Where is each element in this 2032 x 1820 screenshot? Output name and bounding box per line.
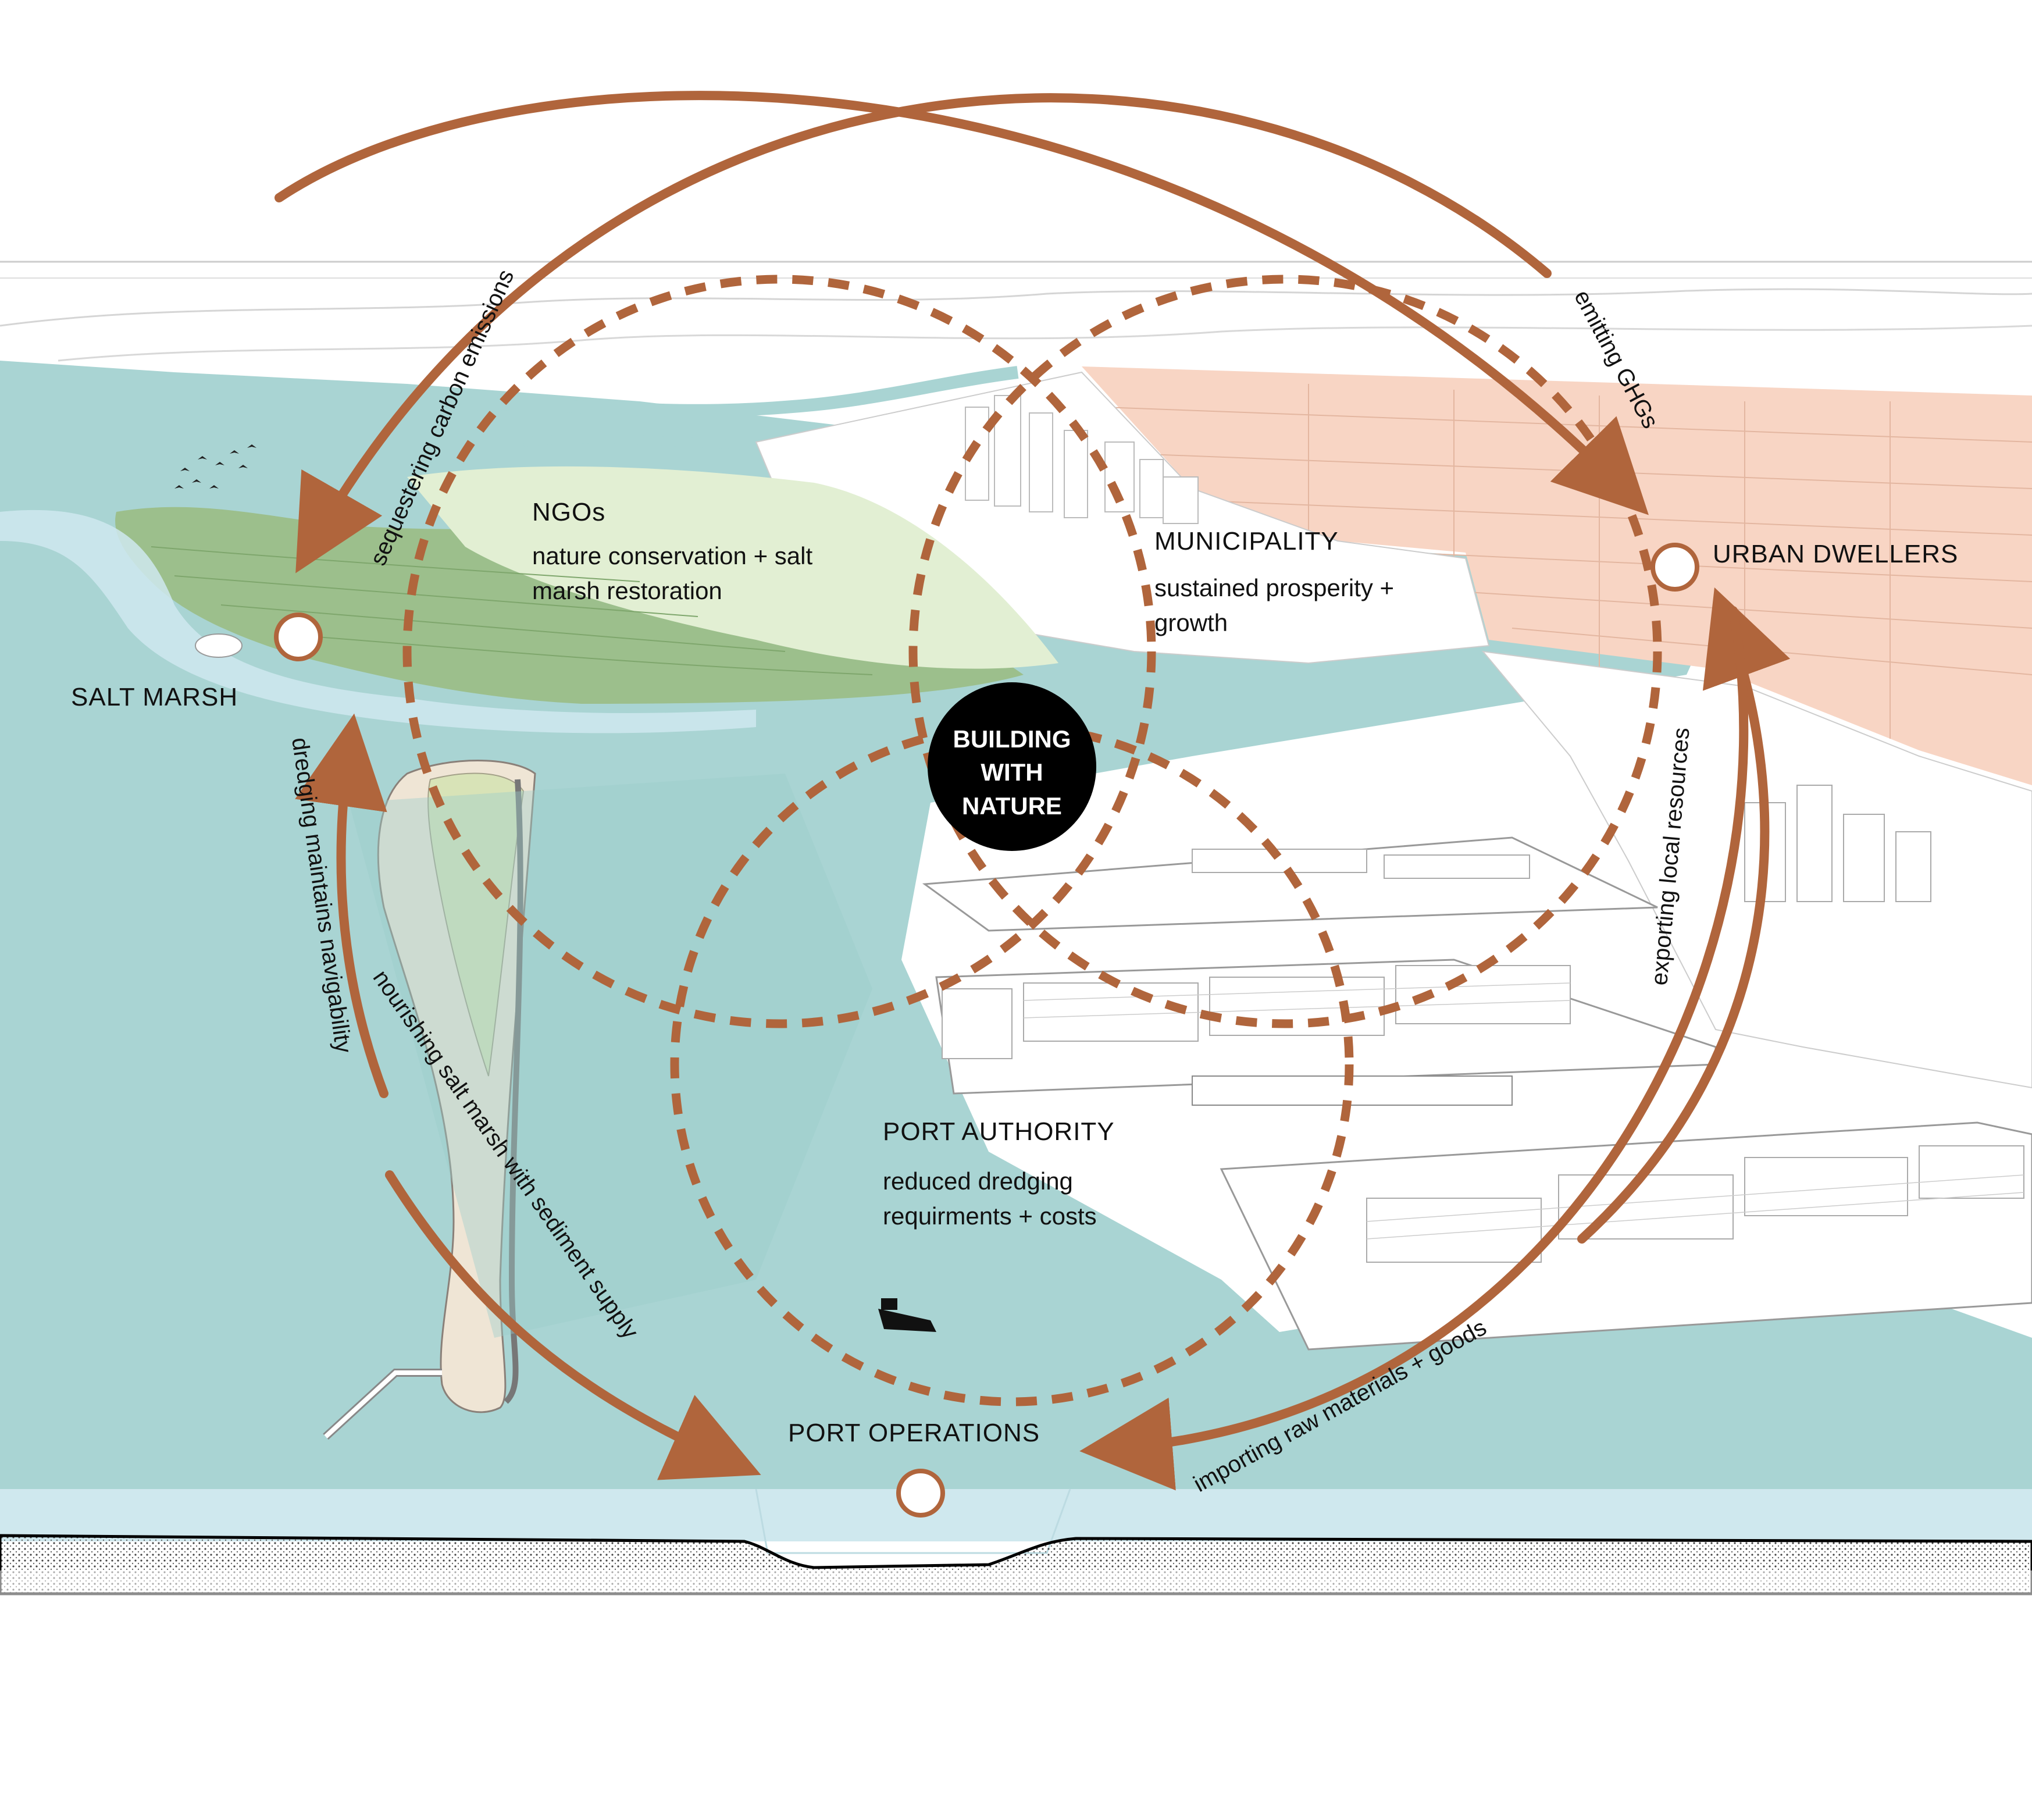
urban-dwellers-node-icon <box>1650 543 1699 592</box>
bird-flock-icon <box>174 444 256 489</box>
municipality-title: MUNICIPALITY <box>1154 527 1339 555</box>
urban-dwellers-label: URBAN DWELLERS <box>1713 540 1958 568</box>
arrow-dredging <box>295 713 388 1098</box>
urban-district <box>1082 366 2032 785</box>
hub-line-1: BUILDING <box>953 725 1071 753</box>
flow-arrows <box>275 91 1791 1491</box>
port-operations-node-icon <box>896 1469 945 1518</box>
municipality-line2: growth <box>1154 609 1228 636</box>
port-authority-line1: reduced dredging <box>883 1167 1073 1195</box>
arrow-emitting <box>275 91 1649 515</box>
port-authority-line2: requirments + costs <box>883 1202 1097 1230</box>
ngos-line2: marsh restoration <box>532 577 722 604</box>
stakeholder-labels: NGOs nature conservation + salt marsh re… <box>532 498 1394 1230</box>
hub-line-2: WITH <box>981 758 1043 786</box>
water-strip <box>0 1489 2032 1541</box>
ngo-circle <box>402 275 1156 1028</box>
hub-line-3: NATURE <box>962 792 1062 820</box>
ngos-title: NGOs <box>532 498 605 526</box>
port-operations-label: PORT OPERATIONS <box>788 1419 1040 1447</box>
port-authority-title: PORT AUTHORITY <box>883 1117 1115 1146</box>
building-with-nature-hub: BUILDING WITH NATURE <box>928 682 1096 851</box>
municipality-circle <box>908 275 1662 1028</box>
arrow-importing <box>1079 606 1749 1491</box>
arrow-exporting <box>1577 587 1791 1244</box>
hub-circle <box>928 682 1096 851</box>
salt-marsh-label: SALT MARSH <box>71 683 238 711</box>
ngos-line1: nature conservation + salt <box>532 542 812 569</box>
salt-marsh-node-icon <box>274 612 323 661</box>
municipality-line1: sustained prosperity + <box>1154 574 1394 601</box>
landscape-background <box>0 261 2032 1605</box>
ship-icon <box>878 1298 936 1332</box>
nodes: SALT MARSH URBAN DWELLERS PORT OPERATION… <box>71 540 1958 1518</box>
arrow-nourishing <box>385 1170 761 1480</box>
arrow-sequestering <box>295 93 1552 574</box>
